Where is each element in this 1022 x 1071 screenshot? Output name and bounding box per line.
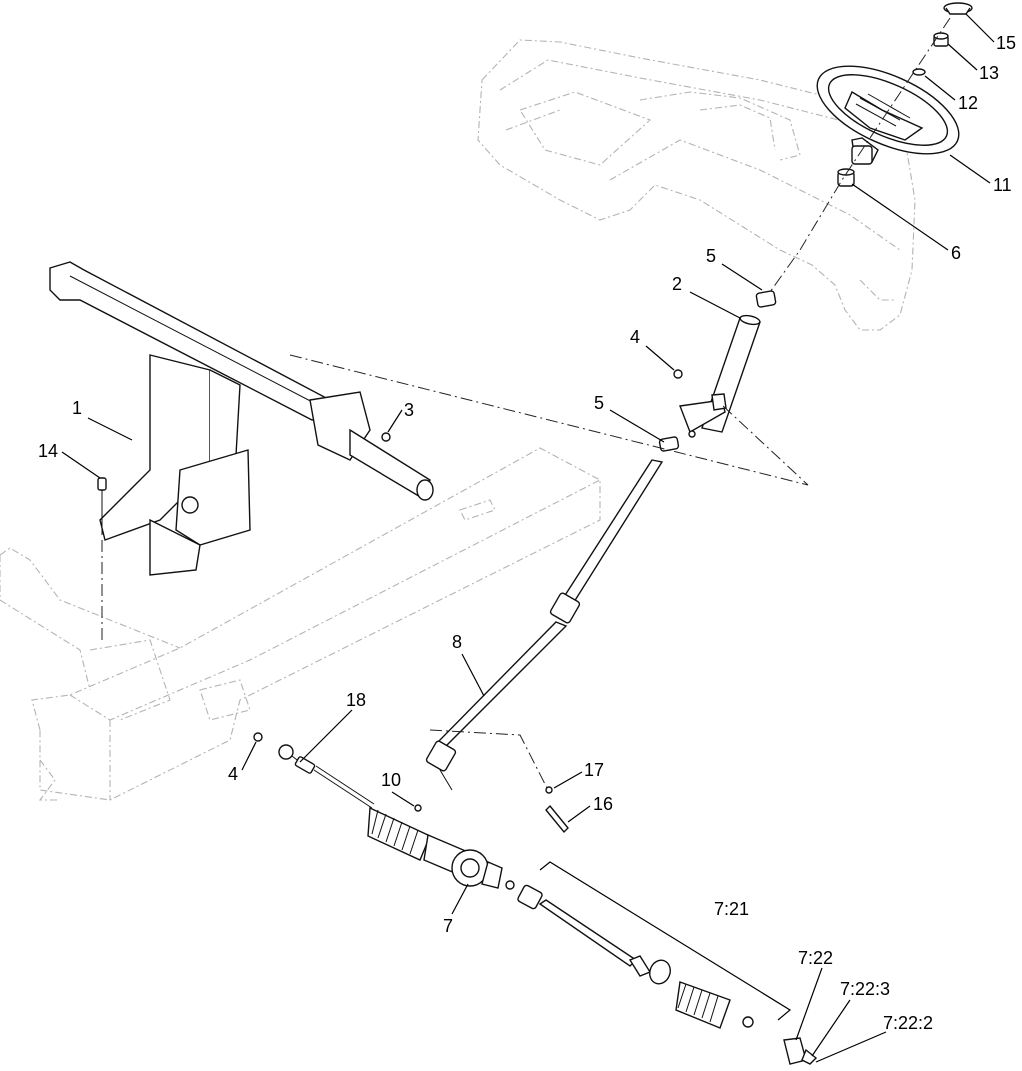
bolt-17 (545, 786, 553, 794)
callout-7-22-2: 7:22:2 (883, 1013, 933, 1033)
callout-3: 3 (404, 400, 414, 420)
callout-16: 16 (593, 794, 613, 814)
bushing-top (837, 168, 855, 187)
callout-5-top: 5 (706, 246, 716, 266)
callouts: 15 13 12 11 6 5 2 4 1 3 5 14 8 18 10 4 1… (38, 33, 1016, 1033)
callout-11: 11 (993, 175, 1012, 195)
leader-lines (61, 13, 995, 1063)
tie-rod (505, 880, 818, 1065)
callout-10: 10 (381, 770, 401, 790)
bolt-16 (545, 804, 569, 834)
callout-7-22-3: 7:22:3 (840, 979, 890, 999)
nut (933, 32, 949, 47)
nut-column (673, 369, 683, 379)
callout-18: 18 (346, 690, 366, 710)
steering-wheel (816, 65, 960, 165)
tierod-bracket (539, 861, 792, 1021)
pedal-bracket (49, 261, 434, 576)
callout-1: 1 (72, 398, 82, 418)
nut-4b (253, 732, 263, 742)
steering-shaft (425, 459, 664, 791)
callout-4-top: 4 (630, 327, 640, 347)
callout-15: 15 (996, 33, 1016, 53)
callout-13: 13 (979, 63, 999, 83)
callout-6: 6 (951, 243, 961, 263)
callout-8: 8 (452, 632, 462, 652)
steering-rack (367, 804, 503, 889)
callout-17: 17 (584, 760, 604, 780)
dash-panel (477, 39, 916, 331)
callout-12: 12 (958, 93, 978, 113)
steering-axis-line (769, 17, 951, 293)
main-frame (0, 447, 601, 801)
callout-7-22: 7:22 (798, 948, 833, 968)
cap (943, 2, 973, 15)
callout-4-bottom: 4 (228, 764, 238, 784)
steering-column (658, 290, 777, 452)
callout-2: 2 (672, 274, 682, 294)
drag-link-cable (278, 744, 375, 809)
callout-5-mid: 5 (594, 393, 604, 413)
washer (912, 68, 926, 76)
callout-7-21: 7:21 (714, 899, 749, 919)
nut-3 (381, 432, 391, 442)
mount-phantom (289, 354, 809, 486)
callout-14: 14 (38, 441, 58, 461)
bolt-14 (97, 477, 107, 535)
callout-7: 7 (443, 916, 453, 936)
